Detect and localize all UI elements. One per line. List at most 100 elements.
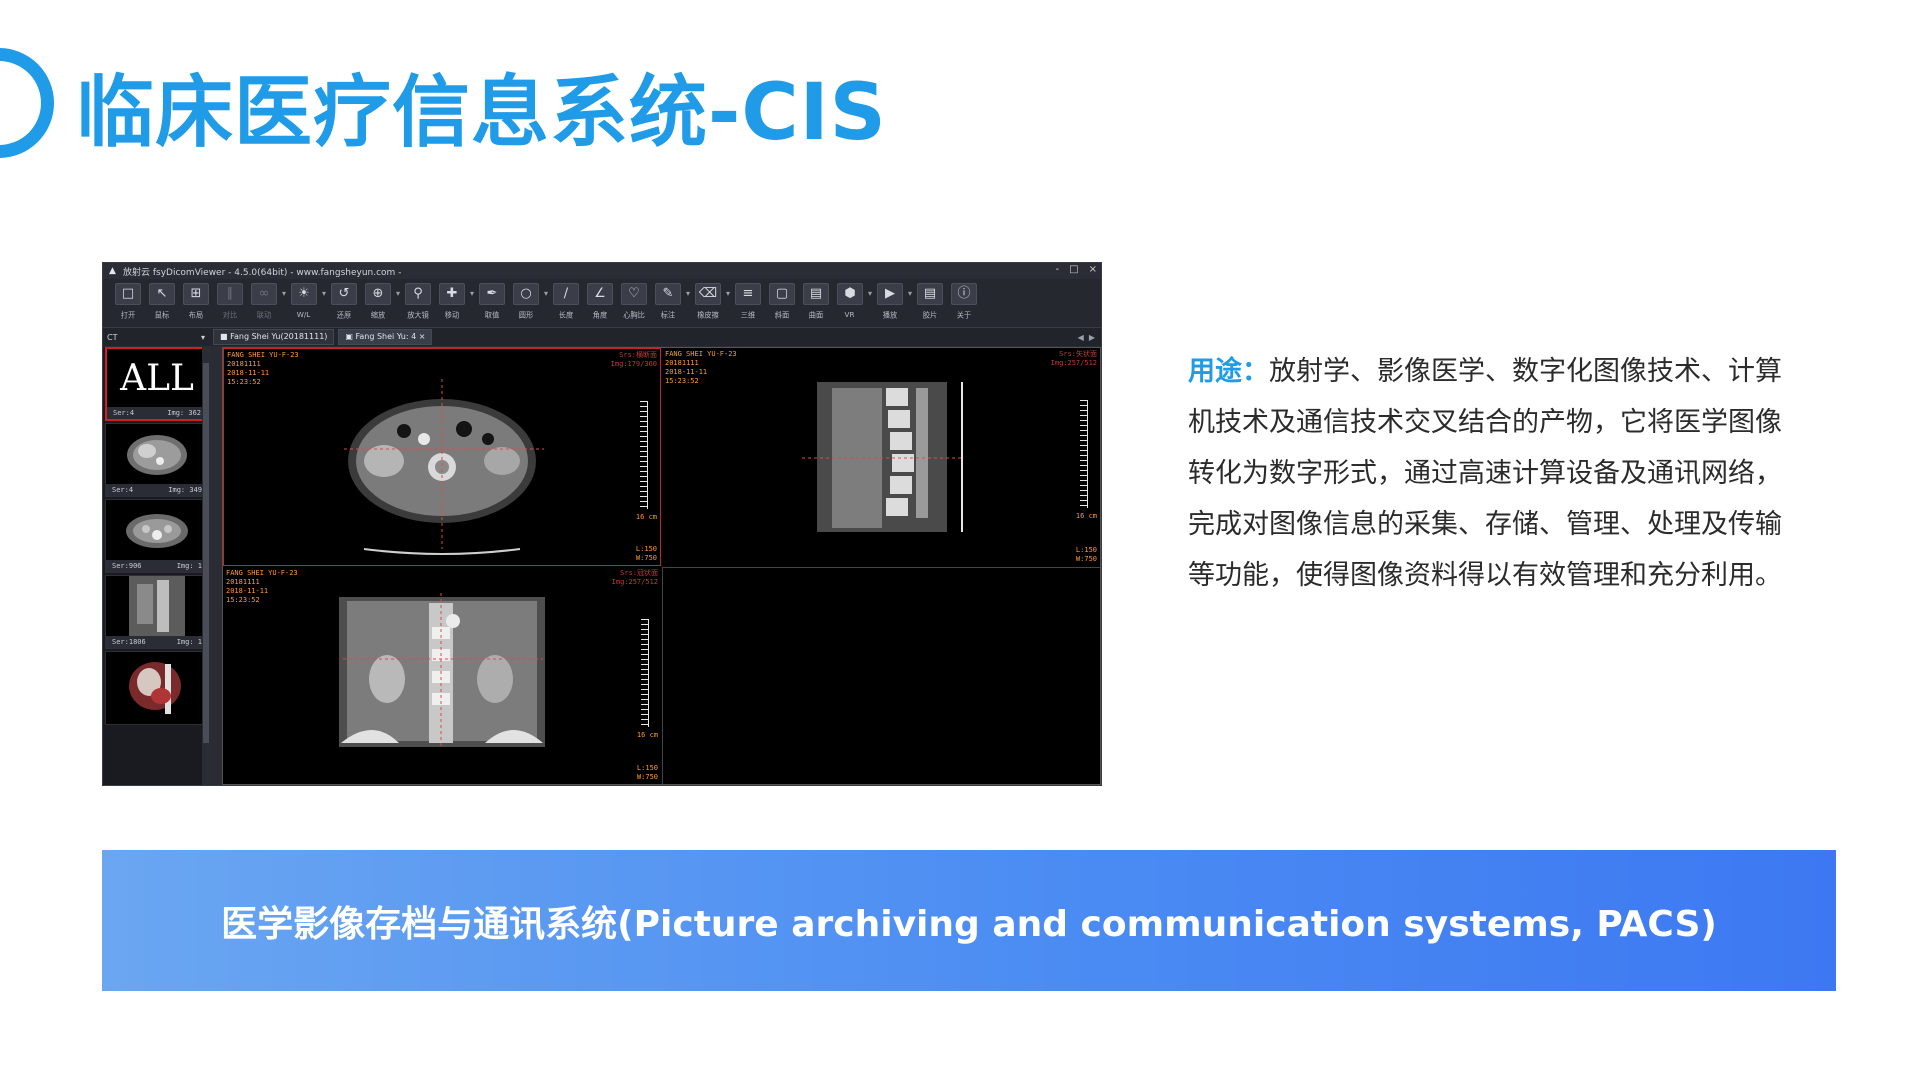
close-button[interactable]: × — [1088, 264, 1097, 275]
tool-vr[interactable]: ⬢VR — [833, 279, 867, 319]
study-tabbar: CT ▾ ■ Fang Shei Yu(20181111) ▣ Fang She… — [103, 328, 1101, 346]
series-icon: ▣ — [345, 332, 356, 341]
maximize-button[interactable]: □ — [1069, 264, 1079, 275]
tool-angle[interactable]: ∠角度 — [583, 279, 617, 321]
dropdown-arrow-icon[interactable]: ▾ — [725, 289, 730, 298]
heart-icon: ♡ — [621, 283, 647, 305]
reset-icon: ↺ — [331, 283, 357, 305]
oblique-icon: ▢ — [769, 283, 795, 305]
dropdown-arrow-icon[interactable]: ▾ — [321, 289, 326, 298]
compare-icon: ∥ — [217, 283, 243, 305]
scale-label: 16 cm — [635, 513, 657, 521]
angle-icon: ∠ — [587, 283, 613, 305]
tool-cardiothoracic-ratio[interactable]: ♡心胸比 — [617, 279, 651, 321]
tool-compare[interactable]: ∥对比 — [213, 279, 247, 321]
minimize-button[interactable]: - — [1055, 264, 1060, 275]
sagittal-ct-image — [802, 382, 963, 532]
chevron-down-icon: ▾ — [200, 332, 205, 342]
viewport-empty[interactable] — [662, 567, 1100, 784]
tool-reset[interactable]: ↺还原 — [327, 279, 361, 321]
dropdown-arrow-icon[interactable]: ▾ — [685, 289, 690, 298]
tool-3d[interactable]: ≡三维 — [731, 279, 765, 321]
tool-open[interactable]: □打开 — [111, 279, 145, 321]
tool-play[interactable]: ▶播放 — [873, 279, 907, 321]
usage-text: 放射学、影像医学、数字化图像技术、计算机技术及通信技术交叉结合的产物，它将医学图… — [1188, 356, 1782, 591]
tool-circle[interactable]: ○圆形 — [509, 279, 543, 321]
length-icon: ∕ — [553, 283, 579, 305]
axial-ct-image — [344, 379, 544, 555]
thumbnail-scrollbar[interactable] — [202, 347, 210, 785]
axial-abdomen-2-thumbnail — [126, 514, 188, 548]
scale-ruler — [641, 619, 649, 727]
tool-move[interactable]: ✚移动 — [435, 279, 469, 321]
play-icon: ▶ — [877, 283, 903, 305]
zoom-icon: ⊕ — [365, 283, 391, 305]
vr-rendering-thumbnail — [129, 662, 181, 714]
tool-film[interactable]: ▤胶片 — [913, 279, 947, 321]
dropdown-arrow-icon[interactable]: ▾ — [281, 289, 286, 298]
dropdown-arrow-icon[interactable]: ▾ — [867, 289, 872, 298]
window-title: 放射云 fsyDicomViewer - 4.5.0(64bit) - www.… — [123, 267, 402, 278]
thumbnail-series[interactable] — [105, 651, 209, 725]
sagittal-spine-thumbnail — [129, 576, 185, 636]
tool-zoom[interactable]: ⊕缩放 — [361, 279, 395, 321]
tool-window-level[interactable]: ☀W/L — [287, 279, 321, 319]
usage-lead: 用途： — [1188, 356, 1269, 387]
circle-icon: ○ — [513, 283, 539, 305]
tool-length[interactable]: ∕长度 — [549, 279, 583, 321]
film-icon: ▤ — [917, 283, 943, 305]
tool-annotate[interactable]: ✎标注 — [651, 279, 685, 321]
move-icon: ✚ — [439, 283, 465, 305]
tab-close-icon[interactable]: × — [418, 332, 426, 341]
tool-pick-value[interactable]: ✒取值 — [475, 279, 509, 321]
tool-curved[interactable]: ▤曲面 — [799, 279, 833, 321]
viewer-toolbar: □打开 ↖鼠标 ⊞布局 ∥对比 ∞联动 ▾ ☀W/L ▾ ↺还原 ⊕缩放 ▾ ⚲… — [103, 279, 1101, 328]
curved-icon: ▤ — [803, 283, 829, 305]
dropdown-arrow-icon[interactable]: ▾ — [543, 289, 548, 298]
tool-oblique[interactable]: ▢斜面 — [765, 279, 799, 321]
tab-study[interactable]: ■ Fang Shei Yu(20181111) — [213, 329, 335, 345]
scale-ruler — [1080, 400, 1088, 508]
dropdown-arrow-icon[interactable]: ▾ — [907, 289, 912, 298]
tool-eraser[interactable]: ⌫橡皮擦 — [691, 279, 725, 321]
banner-text: 医学影像存档与通讯系统(Picture archiving and commun… — [221, 903, 1717, 945]
folder-icon: □ — [115, 283, 141, 305]
window-controls: - □ × — [1056, 264, 1097, 275]
dropper-icon: ✒ — [479, 283, 505, 305]
tool-layout[interactable]: ⊞布局 — [179, 279, 213, 321]
pacs-banner: 医学影像存档与通讯系统(Picture archiving and commun… — [102, 850, 1836, 991]
dropdown-arrow-icon[interactable]: ▾ — [395, 289, 400, 298]
tool-link[interactable]: ∞联动 — [247, 279, 281, 321]
title-ring-icon — [0, 48, 54, 158]
scrollbar-thumb[interactable] — [203, 363, 209, 743]
tab-nav-arrows[interactable]: ◀ ▶ — [1077, 332, 1095, 342]
eraser-icon: ⌫ — [695, 283, 721, 305]
usage-description: 用途：放射学、影像医学、数字化图像技术、计算机技术及通信技术交叉结合的产物，它将… — [1188, 346, 1788, 601]
tab-series[interactable]: ▣ Fang Shei Yu: 4 × — [338, 329, 433, 345]
coronal-ct-image — [339, 593, 545, 747]
tool-pointer[interactable]: ↖鼠标 — [145, 279, 179, 321]
annotate-icon: ✎ — [655, 283, 681, 305]
modality-select[interactable]: CT ▾ — [103, 333, 213, 342]
info-icon: ⓘ — [951, 283, 977, 305]
tool-magnifier[interactable]: ⚲放大镜 — [401, 279, 435, 321]
dropdown-arrow-icon[interactable]: ▾ — [469, 289, 474, 298]
